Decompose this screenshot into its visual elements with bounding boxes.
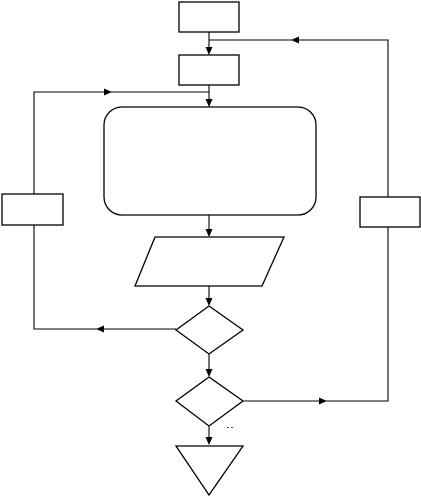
- left-loop-label: [1, 193, 64, 226]
- speck-mark: [231, 427, 233, 428]
- arrow-right-loop-bottom: [319, 397, 327, 405]
- arrow-process-to-io: [205, 229, 213, 237]
- end-marker: [174, 445, 245, 496]
- arrow-right-loop-top: [291, 36, 299, 44]
- io-box: [134, 236, 286, 287]
- arrow-decision-two-to-end: [205, 437, 213, 445]
- process-box: [103, 106, 317, 216]
- decision-one: [174, 305, 245, 355]
- arrow-decision-one-to-decision-two: [205, 369, 213, 377]
- arrow-left-loop-top: [104, 88, 112, 96]
- arrow-left-loop-bottom: [96, 325, 104, 333]
- right-loop-label: [359, 196, 421, 228]
- start-box: [178, 1, 240, 33]
- arrow-io-to-decision-one: [205, 298, 213, 306]
- speck-mark: [227, 427, 229, 428]
- decision-two: [174, 376, 245, 427]
- minor-marks: [227, 427, 233, 428]
- arrow-start-to-step: [205, 47, 213, 55]
- arrow-step-to-process: [205, 99, 213, 107]
- step-box: [178, 54, 240, 86]
